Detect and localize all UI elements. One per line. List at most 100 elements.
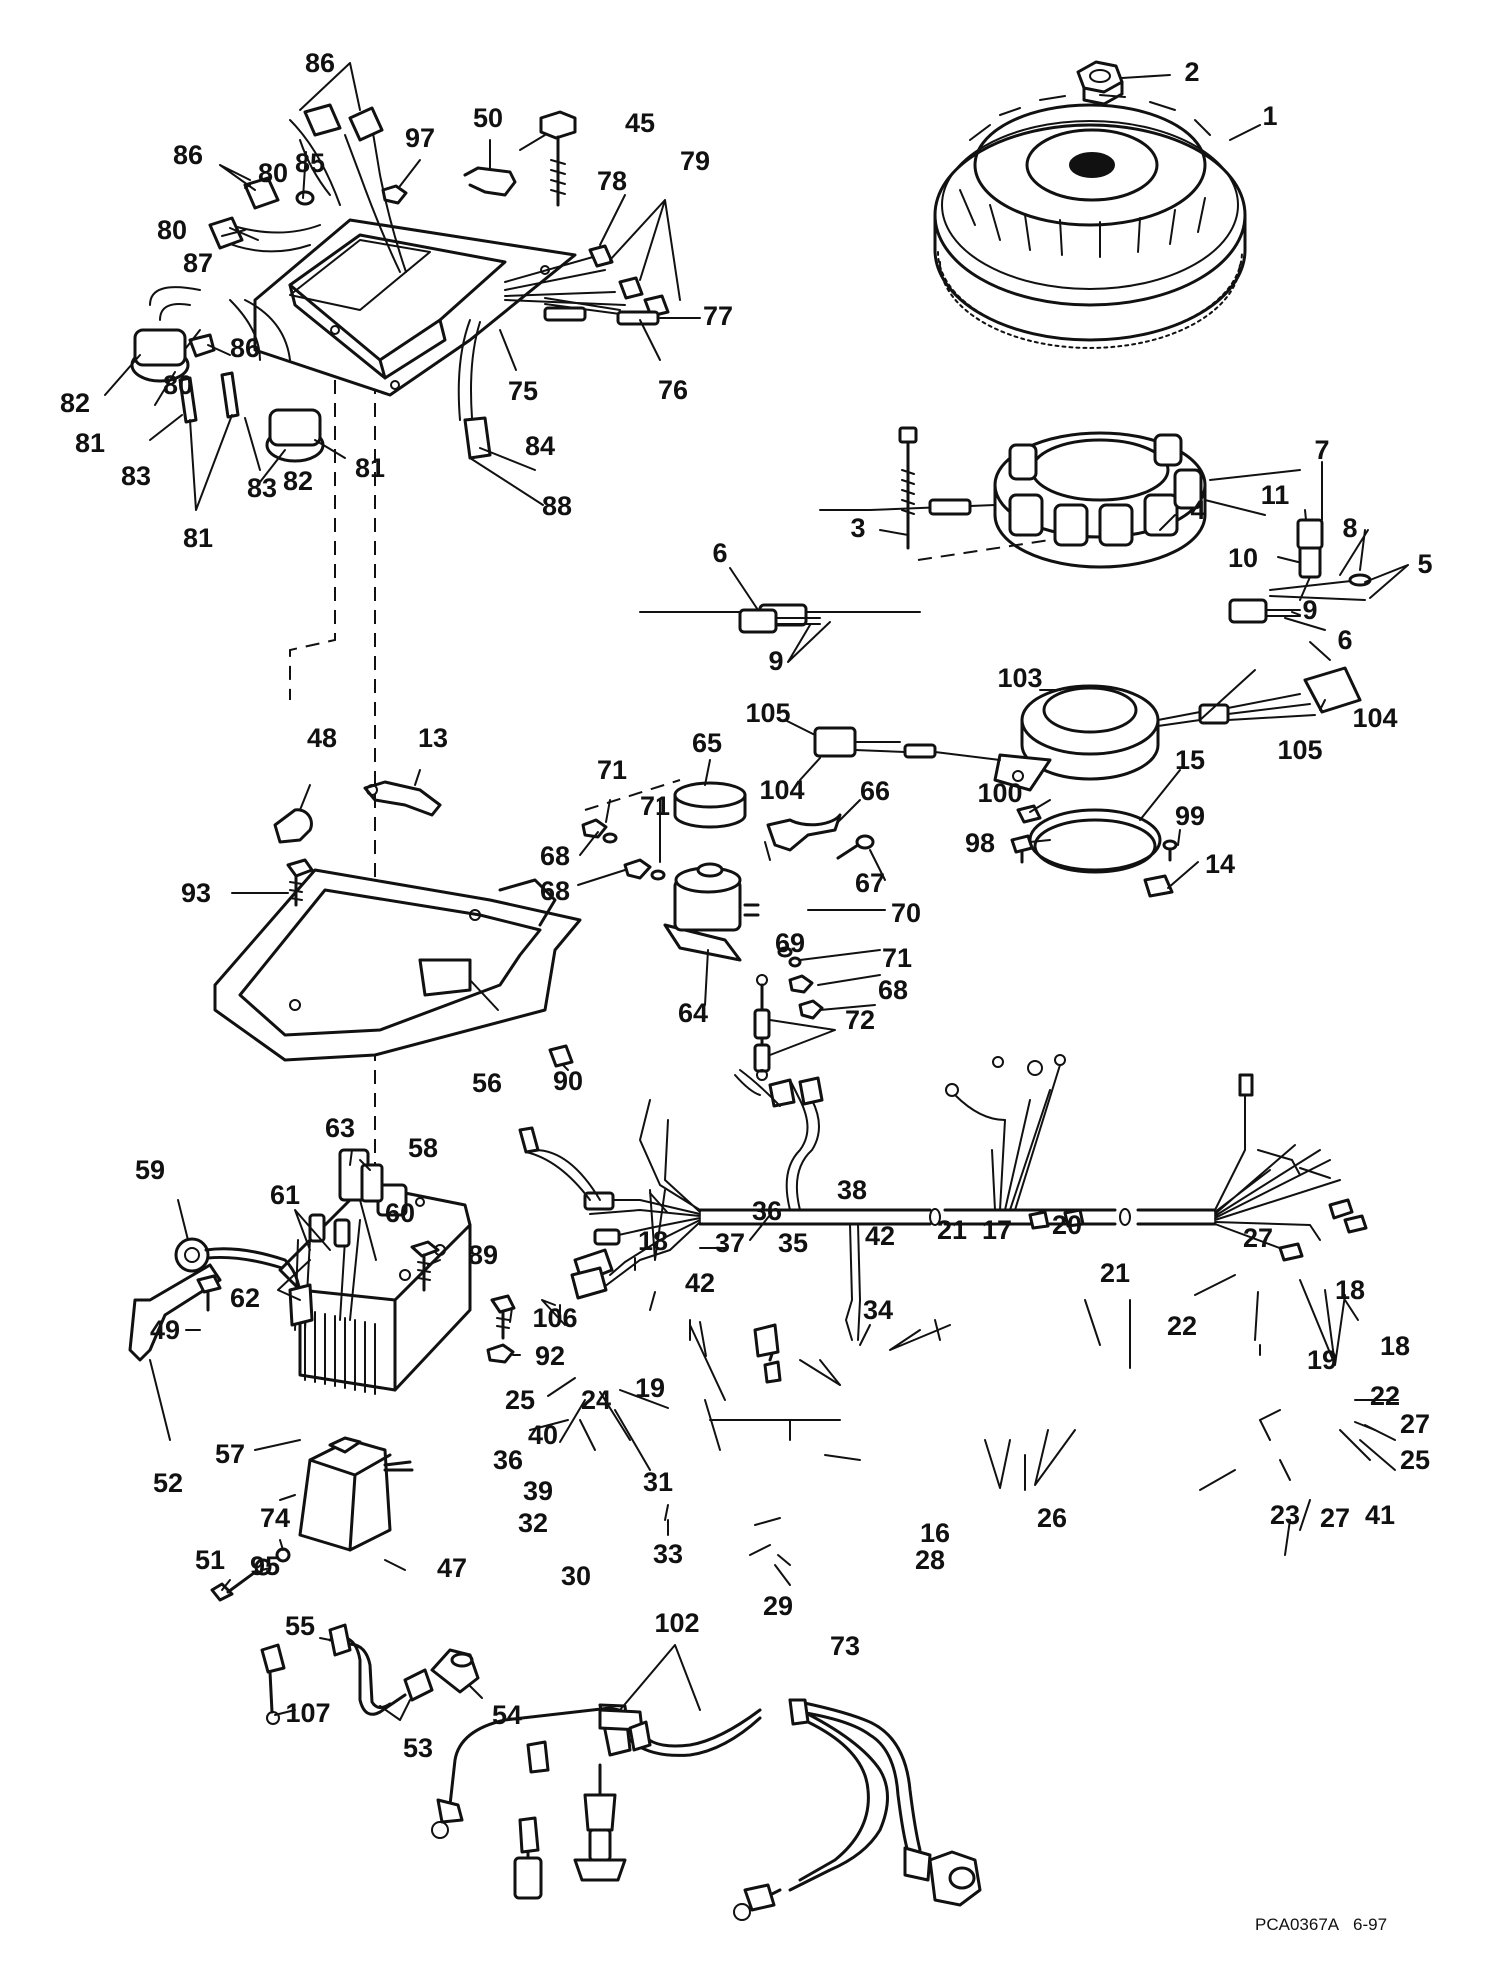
module-connectors bbox=[130, 103, 670, 463]
boot-54 bbox=[430, 1648, 480, 1694]
screw-51 bbox=[210, 1568, 260, 1602]
flywheel-nut-part bbox=[1076, 60, 1124, 106]
callout-59: 59 bbox=[135, 1155, 165, 1185]
bolt-45 bbox=[539, 110, 577, 207]
screw-67 bbox=[836, 834, 875, 860]
callout-2: 2 bbox=[1184, 57, 1199, 87]
solenoid-strap-part bbox=[673, 781, 842, 861]
callout-34: 34 bbox=[863, 1295, 893, 1325]
callout-83b: 83 bbox=[247, 473, 277, 503]
flywheel-part bbox=[933, 94, 1247, 349]
callout-19b: 19 bbox=[1307, 1345, 1337, 1375]
callout-8: 8 bbox=[1342, 513, 1357, 543]
screw-49 bbox=[196, 1274, 222, 1312]
stator-screw-part bbox=[898, 426, 918, 550]
spark-lead-53 bbox=[328, 1623, 434, 1716]
callout-21b: 21 bbox=[1100, 1258, 1130, 1288]
callout-79: 79 bbox=[680, 146, 710, 176]
callout-3: 3 bbox=[850, 513, 865, 543]
callout-68c: 68 bbox=[878, 975, 908, 1005]
callout-18b: 18 bbox=[1335, 1275, 1365, 1305]
callout-6a: 6 bbox=[712, 538, 727, 568]
callout-80c: 80 bbox=[163, 370, 193, 400]
callout-86c: 86 bbox=[230, 333, 260, 363]
callout-49: 49 bbox=[150, 1315, 180, 1345]
callout-25b: 25 bbox=[1400, 1445, 1430, 1475]
pack-leads bbox=[288, 1148, 384, 1331]
clamp-13 bbox=[363, 780, 442, 817]
callout-84: 84 bbox=[525, 431, 555, 461]
callout-5: 5 bbox=[1417, 549, 1432, 579]
callout-45: 45 bbox=[625, 108, 655, 138]
nut-92 bbox=[486, 1343, 515, 1364]
callout-15: 15 bbox=[1175, 745, 1205, 775]
mounting-plate-part bbox=[213, 868, 582, 1068]
callout-89: 89 bbox=[468, 1240, 498, 1270]
callout-90: 90 bbox=[553, 1066, 583, 1096]
callout-67: 67 bbox=[855, 868, 885, 898]
callout-labels: 2 1 3 4 5 6 6 7 8 9 9 10 11 103 105 104 … bbox=[60, 48, 1433, 1934]
callout-103: 103 bbox=[997, 663, 1042, 693]
nuts-and-washers bbox=[581, 818, 824, 1020]
ground-lead-59 bbox=[174, 1237, 302, 1302]
callout-82b: 82 bbox=[283, 466, 313, 496]
callout-1: 1 bbox=[1262, 101, 1277, 131]
callout-75: 75 bbox=[508, 376, 538, 406]
callout-102: 102 bbox=[654, 1608, 699, 1638]
callout-36b: 36 bbox=[752, 1196, 782, 1226]
harness-connectors-left bbox=[570, 1191, 782, 1384]
callout-69: 69 bbox=[775, 928, 805, 958]
callout-98: 98 bbox=[965, 828, 995, 858]
leader-lines bbox=[104, 62, 1409, 1721]
callout-31: 31 bbox=[643, 1467, 673, 1497]
stator-part bbox=[639, 431, 1301, 627]
callout-18a: 18 bbox=[638, 1226, 668, 1256]
callout-7: 7 bbox=[1314, 435, 1329, 465]
callout-80b: 80 bbox=[157, 215, 187, 245]
bolt-89 bbox=[410, 1240, 440, 1292]
callout-71c: 71 bbox=[882, 943, 912, 973]
callout-82a: 82 bbox=[60, 388, 90, 418]
callout-10: 10 bbox=[1228, 543, 1258, 573]
callout-86a: 86 bbox=[305, 48, 335, 78]
callout-62: 62 bbox=[230, 1283, 260, 1313]
callout-14: 14 bbox=[1205, 849, 1235, 879]
callout-106: 106 bbox=[532, 1303, 577, 1333]
callout-20: 20 bbox=[1052, 1210, 1082, 1240]
trigger-connector-lead bbox=[813, 726, 1001, 761]
callout-9b: 9 bbox=[1302, 595, 1317, 625]
callout-9a: 9 bbox=[768, 646, 783, 676]
callout-85: 85 bbox=[295, 148, 325, 178]
callout-55: 55 bbox=[285, 1611, 315, 1641]
callout-48: 48 bbox=[307, 723, 337, 753]
callout-11: 11 bbox=[1261, 480, 1290, 510]
callout-53: 53 bbox=[403, 1733, 433, 1763]
callout-83a: 83 bbox=[121, 461, 151, 491]
ignition-coil-part bbox=[279, 1436, 414, 1552]
callout-52: 52 bbox=[153, 1468, 183, 1498]
callout-77: 77 bbox=[703, 301, 733, 331]
callout-17: 17 bbox=[982, 1215, 1012, 1245]
callout-63: 63 bbox=[325, 1113, 355, 1143]
callout-36a: 36 bbox=[493, 1445, 523, 1475]
harness-connectors-center bbox=[518, 1054, 1066, 1201]
callout-66: 66 bbox=[860, 776, 890, 806]
callout-64: 64 bbox=[678, 998, 708, 1028]
callout-22b: 22 bbox=[1370, 1381, 1400, 1411]
callout-81b: 81 bbox=[183, 523, 213, 553]
callout-76: 76 bbox=[658, 375, 688, 405]
module-wire-harness bbox=[149, 114, 651, 421]
callout-50: 50 bbox=[473, 103, 503, 133]
drawing-date: 6-97 bbox=[1353, 1915, 1387, 1934]
callout-104a: 104 bbox=[759, 775, 804, 805]
lead-72 bbox=[753, 974, 771, 1081]
callout-25a: 25 bbox=[505, 1385, 535, 1415]
callout-33: 33 bbox=[653, 1539, 683, 1569]
callout-16: 16 bbox=[920, 1518, 950, 1548]
callout-29: 29 bbox=[763, 1591, 793, 1621]
callout-68a: 68 bbox=[540, 841, 570, 871]
callout-70: 70 bbox=[891, 898, 921, 928]
callout-105b: 105 bbox=[1277, 735, 1322, 765]
